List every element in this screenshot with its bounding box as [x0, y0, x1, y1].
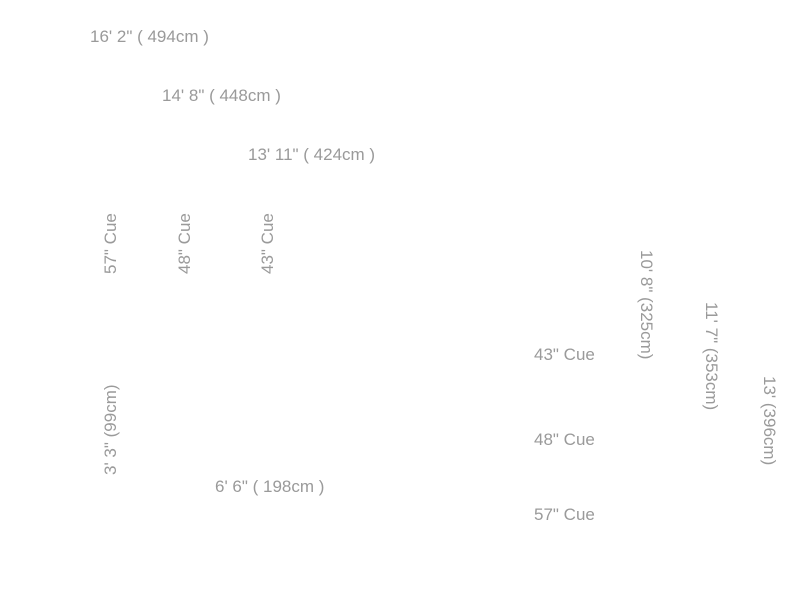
left-cue-label-48: 48" Cue — [175, 213, 194, 274]
room-width-43-cue: 10' 8" (325cm) — [637, 250, 656, 360]
table-width-label: 3' 3" (99cm) — [101, 384, 120, 475]
room-length-48-cue: 14' 8" ( 448cm ) — [162, 86, 281, 105]
left-cue-label-57: 57" Cue — [101, 213, 120, 274]
room-length-57-cue: 16' 2" ( 494cm ) — [90, 27, 209, 46]
right-cue-label-57: 57" Cue — [534, 505, 595, 524]
right-cue-label-48: 48" Cue — [534, 430, 595, 449]
room-width-48-cue: 11' 7" (353cm) — [702, 302, 721, 411]
room-width-57-cue: 13' (396cm) — [760, 376, 779, 466]
room-length-43-cue: 13' 11" ( 424cm ) — [248, 145, 376, 164]
table-length-label: 6' 6" ( 198cm ) — [215, 477, 325, 496]
left-cue-label-43: 43" Cue — [258, 213, 277, 274]
right-cue-label-43: 43" Cue — [534, 345, 595, 364]
